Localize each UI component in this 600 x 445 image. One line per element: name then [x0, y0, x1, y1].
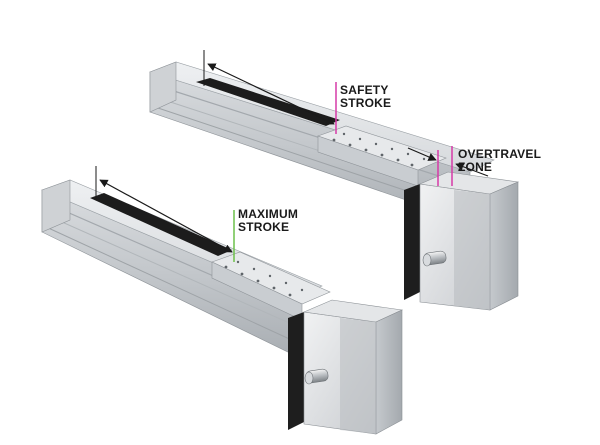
lower-rail-endcap	[41, 179, 71, 233]
overtravel-arrow-left	[407, 147, 437, 161]
lower-actuator	[41, 179, 404, 435]
maximum-stroke-label: MAXIMUM STROKE	[238, 208, 298, 234]
maximum-stroke-label-line2: STROKE	[238, 220, 290, 234]
upper-motor-side	[489, 181, 519, 311]
maximum-stroke-arrow	[99, 179, 233, 253]
upper-carriage-holes	[332, 132, 426, 167]
upper-shaft-end	[422, 253, 432, 267]
overtravel-zone-label: OVERTRAVEL ZONE	[458, 148, 541, 174]
upper-motor-band	[454, 190, 490, 310]
lower-gasket	[288, 312, 304, 430]
lower-rail-groove	[43, 225, 297, 343]
upper-rail-endcap	[149, 61, 177, 113]
upper-rail-groove	[151, 83, 471, 187]
upper-gasket	[404, 184, 420, 300]
safety-stroke-arrow	[207, 63, 335, 125]
overtravel-zone-label-line2: ZONE	[458, 160, 493, 174]
lower-motor-band	[340, 318, 376, 434]
overtravel-arrow-right	[455, 162, 489, 177]
overtravel-zone-label-line1: OVERTRAVEL	[458, 147, 542, 161]
lower-rail-groove	[43, 213, 297, 327]
maximum-stroke-label-line1: MAXIMUM	[238, 207, 299, 221]
safety-stroke-label: SAFETY STROKE	[340, 84, 391, 110]
lower-shaft-end	[304, 371, 314, 385]
safety-stroke-label-line1: SAFETY	[340, 83, 389, 97]
safety-stroke-label-line2: STROKE	[340, 96, 392, 110]
lower-carriage-holes	[224, 260, 304, 297]
lower-motor-side	[375, 309, 403, 435]
